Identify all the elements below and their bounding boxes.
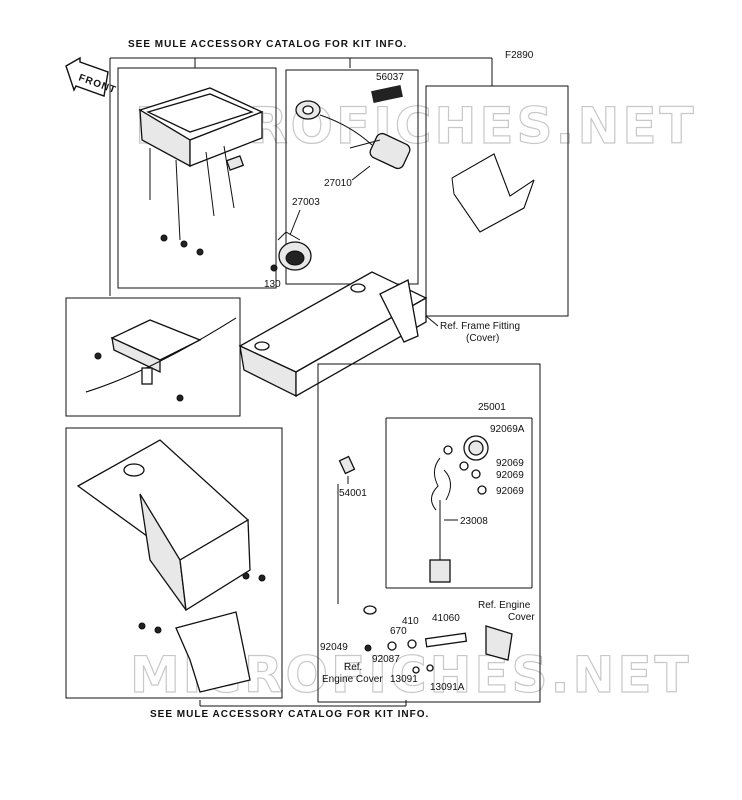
frame-fitting-cover: Ref. Frame Fitting (Cover) <box>238 271 520 398</box>
part-23008: 23008 <box>460 516 488 527</box>
decal <box>371 85 403 103</box>
ref-engine-cover-left-2: Engine Cover <box>322 674 383 685</box>
footer-bracket <box>199 700 407 707</box>
panel-grab-bar <box>425 85 569 317</box>
figure-id: F2890 <box>505 50 534 61</box>
panel-horn: 56037 27010 27003 130 <box>264 69 419 290</box>
ref-engine-cover-left: Ref. <box>344 662 362 673</box>
panel-mud-flap <box>65 427 283 699</box>
meter-subbracket <box>385 417 533 589</box>
part-410: 410 <box>402 616 419 627</box>
footer-note: SEE MULE ACCESSORY CATALOG FOR KIT INFO. <box>150 709 429 720</box>
part-13091A: 13091A <box>430 682 465 693</box>
ref-engine-cover-right: Ref. Engine <box>478 600 531 611</box>
ref-frame-fitting-cover: (Cover) <box>466 333 499 344</box>
part-92087: 92087 <box>372 654 400 665</box>
part-25001: 25001 <box>478 402 506 413</box>
part-92069-2: 92069 <box>496 470 524 481</box>
ref-frame-fitting: Ref. Frame Fitting <box>440 321 520 332</box>
part-92069-3: 92069 <box>496 486 524 497</box>
part-92069A: 92069A <box>490 424 525 435</box>
header-bracket <box>109 57 493 296</box>
ref-engine-cover-right-2: Cover <box>508 612 535 623</box>
part-27003: 27003 <box>292 197 320 208</box>
part-54001: 54001 <box>339 488 367 499</box>
header-note: SEE MULE ACCESSORY CATALOG FOR KIT INFO. <box>128 39 407 50</box>
panel-meter-kit: 25001 92069A 92069 92069 92069 23008 540… <box>317 363 541 703</box>
part-92049: 92049 <box>320 642 348 653</box>
panel-front-rack <box>65 297 241 417</box>
part-27010: 27010 <box>324 178 352 189</box>
part-670: 670 <box>390 626 407 637</box>
panel-storage-box <box>117 67 277 289</box>
part-56037: 56037 <box>376 72 404 83</box>
part-130: 130 <box>264 279 281 290</box>
part-41060: 41060 <box>432 613 460 624</box>
front-arrow: FRONT <box>65 56 118 97</box>
part-92069-1: 92069 <box>496 458 524 469</box>
part-13091: 13091 <box>390 674 418 685</box>
